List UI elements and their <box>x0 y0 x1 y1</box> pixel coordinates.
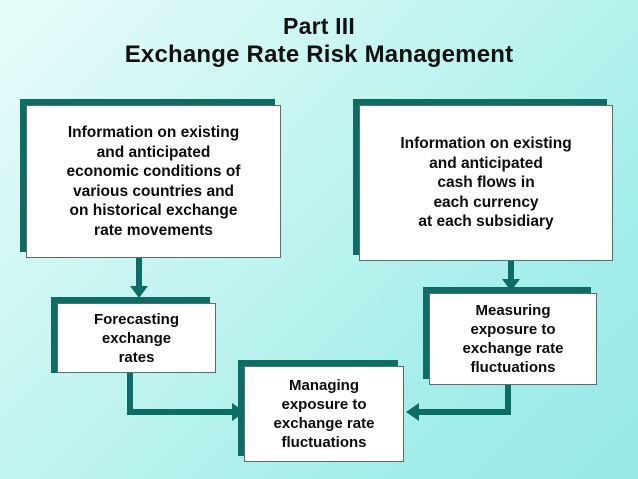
forecasting-box[interactable]: Forecasting exchange rates <box>57 303 216 373</box>
connector-info-economic-to-forecasting-arrowhead <box>130 286 148 298</box>
managing-box-label: Managing exposure to exchange rate fluct… <box>273 377 375 451</box>
info-cashflows-box-label: Information on existing and anticipated … <box>400 135 572 231</box>
page-title: Part III Exchange Rate Risk Management <box>0 12 638 70</box>
connector-forecasting-to-managing-arrowhead <box>232 403 245 421</box>
connector-forecasting-to-managing-vertical <box>127 373 133 415</box>
title-line-subject: Exchange Rate Risk Management <box>124 41 514 68</box>
managing-box[interactable]: Managing exposure to exchange rate fluct… <box>244 366 404 462</box>
connector-measuring-to-managing-vertical <box>505 385 511 415</box>
connector-measuring-to-managing-horizontal <box>418 409 511 415</box>
connector-measuring-to-managing-arrowhead <box>406 403 419 421</box>
measuring-box-label: Measuring exposure to exchange rate fluc… <box>462 302 564 376</box>
connector-info-cashflows-to-measuring-arrowhead <box>502 279 520 291</box>
info-cashflows-box[interactable]: Information on existing and anticipated … <box>359 105 613 261</box>
forecasting-box-label: Forecasting exchange rates <box>93 310 180 366</box>
connector-info-cashflows-to-measuring-stem <box>508 261 514 281</box>
info-economic-box-label: Information on existing and anticipated … <box>66 124 241 239</box>
connector-forecasting-to-managing-horizontal <box>127 409 235 415</box>
connector-info-economic-to-forecasting-stem <box>136 258 142 288</box>
info-economic-box[interactable]: Information on existing and anticipated … <box>26 105 281 258</box>
measuring-box[interactable]: Measuring exposure to exchange rate fluc… <box>429 293 597 385</box>
title-line-part: Part III <box>283 13 355 39</box>
